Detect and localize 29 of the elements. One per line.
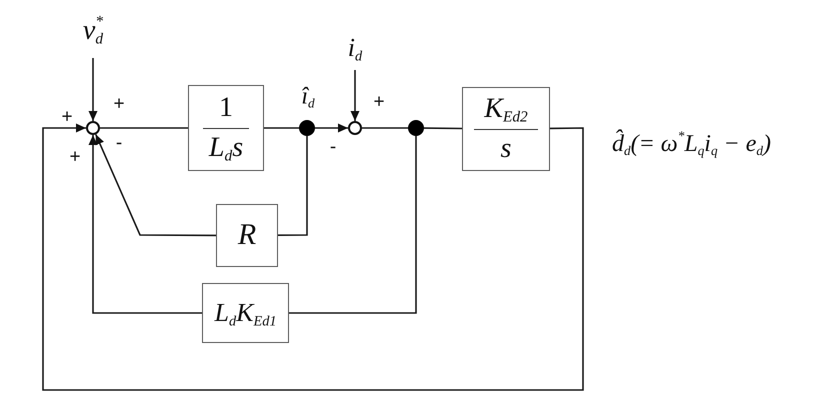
transfer-function-block <box>216 204 278 267</box>
block-label: L$_{d}$K$_{Ed1}$ <box>214 298 276 328</box>
transfer-function-block <box>202 283 289 343</box>
transfer-function-block <box>462 87 550 171</box>
signal-arrow <box>88 58 98 121</box>
input-signal-label: i$_{d}$ <box>348 28 362 67</box>
summing-junction <box>86 121 100 135</box>
signal-line <box>278 136 308 236</box>
signal-line <box>100 127 188 129</box>
summing-junction <box>348 121 362 135</box>
branch-point <box>299 120 315 136</box>
signal-arrow <box>95 134 216 236</box>
signal-arrow <box>42 124 584 391</box>
signal-arrow <box>315 124 348 132</box>
denominator: L$_{d}$s <box>208 132 244 164</box>
numerator: 1 <box>219 92 233 124</box>
block-label: R <box>238 218 256 253</box>
signal-line <box>289 136 417 314</box>
signal-label: î$_{d}$ <box>301 82 315 112</box>
numerator: K$_{Ed2}$ <box>484 92 528 125</box>
signal-line <box>264 127 299 129</box>
signal-arrow <box>88 135 202 314</box>
denominator: s <box>500 133 512 166</box>
transfer-function-block <box>188 85 264 171</box>
output-equation: d̂$_{d}$(= ω$^{*}$L$_{q}$i$_{q}$ − e$_{d}$) <box>612 128 771 160</box>
branch-point <box>408 120 424 136</box>
signal-line <box>424 127 462 130</box>
signal-line <box>362 127 408 129</box>
signal-arrow <box>350 70 360 121</box>
